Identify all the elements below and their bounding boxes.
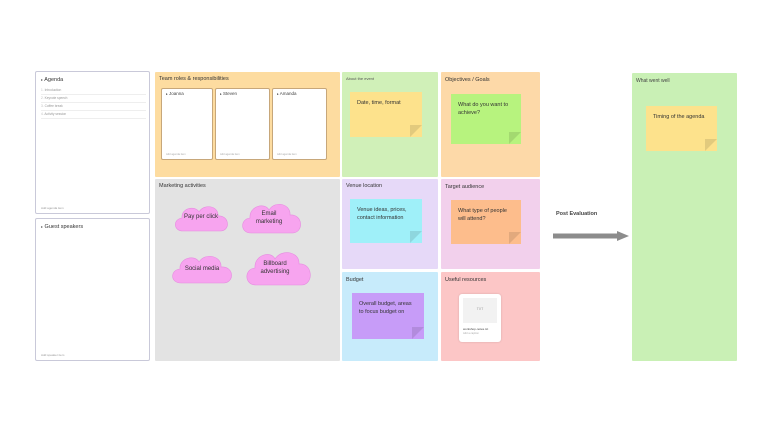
sticky-note-text: What type of people will attend?	[458, 208, 507, 222]
agenda-list: 1. Introduction 2. Keynote speech 3. Cof…	[41, 87, 146, 119]
guest-speakers-card[interactable]: ▸ Guest speakers Add speaker item	[35, 218, 150, 361]
file-caption: Add a caption	[463, 332, 479, 335]
post-evaluation-arrow[interactable]	[553, 228, 629, 241]
bullet-icon: ▸	[220, 92, 222, 96]
agenda-item[interactable]: 1. Introduction	[41, 87, 146, 95]
agenda-item[interactable]: 4. Activity session	[41, 111, 146, 119]
guest-speakers-title: ▸ Guest speakers	[41, 224, 84, 230]
sticky-note-text: Overall budget, areas to focus budget on	[359, 301, 412, 315]
objectives-frame[interactable]: Objectives / Goals What do you want to a…	[441, 72, 540, 177]
useful-resources-frame[interactable]: Useful resources TXT workshop-notes.txt …	[441, 272, 540, 361]
cloud-label: Pay per click	[183, 214, 218, 220]
went-well-title: What went well	[636, 78, 670, 84]
target-audience-frame[interactable]: Target audience What type of people will…	[441, 179, 540, 269]
cloud-icon	[172, 255, 232, 284]
agenda-title: ▸ Agenda	[41, 77, 64, 83]
person-card-steven[interactable]: ▸ Steven Add agenda item	[215, 88, 270, 160]
sticky-note-text: What do you want to achieve?	[458, 102, 509, 116]
bullet-icon: ▸	[277, 92, 279, 96]
file-icon: TXT	[476, 307, 484, 311]
sticky-note-text: Date, time, format	[357, 100, 401, 106]
file-name: workshop-notes.txt	[463, 327, 489, 331]
about-event-title: About the event	[346, 76, 375, 81]
team-roles-frame[interactable]: Team roles & responsibilities ▸ Joanna A…	[155, 72, 340, 177]
budget-frame[interactable]: Budget Overall budget, areas to focus bu…	[342, 272, 438, 361]
cloud-label: Social media	[184, 266, 220, 272]
cloud-label: Email marketing	[255, 211, 283, 225]
cloud-shape[interactable]: Pay per click	[171, 201, 233, 239]
person-card-joanna[interactable]: ▸ Joanna Add agenda item	[161, 88, 213, 160]
bullet-icon: ▸	[166, 92, 168, 96]
cloud-shape[interactable]: Billboard advertising	[243, 247, 315, 293]
guest-speakers-add-link[interactable]: Add speaker item	[41, 353, 65, 357]
about-event-frame[interactable]: About the event Date, time, format	[342, 72, 438, 177]
venue-frame[interactable]: Venue location Venue ideas, prices, cont…	[342, 179, 438, 269]
went-well-frame[interactable]: What went well Timing of the agenda	[632, 73, 737, 361]
cloud-label: Billboard advertising	[260, 261, 290, 275]
useful-resources-title: Useful resources	[445, 277, 487, 283]
sticky-note[interactable]: What do you want to achieve?	[451, 94, 521, 144]
person-add-link[interactable]: Add agenda item	[277, 153, 297, 156]
person-card-amanda[interactable]: ▸ Amanda Add agenda item	[272, 88, 327, 160]
post-evaluation-label: Post Evaluation	[556, 211, 598, 217]
bullet-icon: ▸	[41, 77, 44, 82]
bullet-icon: ▸	[41, 224, 44, 229]
objectives-title: Objectives / Goals	[445, 77, 490, 83]
sticky-note[interactable]: What type of people will attend?	[451, 200, 521, 244]
team-roles-title: Team roles & responsibilities	[159, 76, 229, 82]
arrow-right-icon	[553, 231, 629, 241]
sticky-note[interactable]: Venue ideas, prices, contact information	[350, 199, 422, 243]
agenda-item[interactable]: 3. Coffee break	[41, 103, 146, 111]
cloud-shape[interactable]: Email marketing	[239, 199, 305, 241]
marketing-frame[interactable]: Marketing activities Pay per click Email…	[155, 179, 340, 361]
budget-title: Budget	[346, 277, 364, 283]
sticky-note-text: Venue ideas, prices, contact information	[357, 207, 407, 221]
cloud-shape[interactable]: Social media	[169, 251, 237, 291]
cloud-icon	[175, 206, 228, 232]
agenda-item[interactable]: 2. Keynote speech	[41, 95, 146, 103]
cloud-icon	[246, 252, 311, 286]
sticky-note-text: Timing of the agenda	[653, 114, 705, 120]
sticky-note[interactable]: Timing of the agenda	[646, 106, 717, 151]
person-add-link[interactable]: Add agenda item	[166, 153, 186, 156]
file-attachment-card[interactable]: TXT workshop-notes.txt Add a caption	[459, 294, 501, 342]
file-preview: TXT	[463, 298, 497, 323]
marketing-title: Marketing activities	[159, 183, 206, 189]
sticky-note[interactable]: Date, time, format	[350, 92, 422, 137]
cloud-icon	[242, 203, 301, 234]
venue-title: Venue location	[346, 183, 383, 189]
target-audience-title: Target audience	[445, 184, 485, 190]
agenda-card[interactable]: ▸ Agenda 1. Introduction 2. Keynote spee…	[35, 71, 150, 214]
person-add-link[interactable]: Add agenda item	[220, 153, 240, 156]
agenda-add-link[interactable]: Add agenda item	[41, 206, 64, 210]
sticky-note[interactable]: Overall budget, areas to focus budget on	[352, 293, 424, 339]
